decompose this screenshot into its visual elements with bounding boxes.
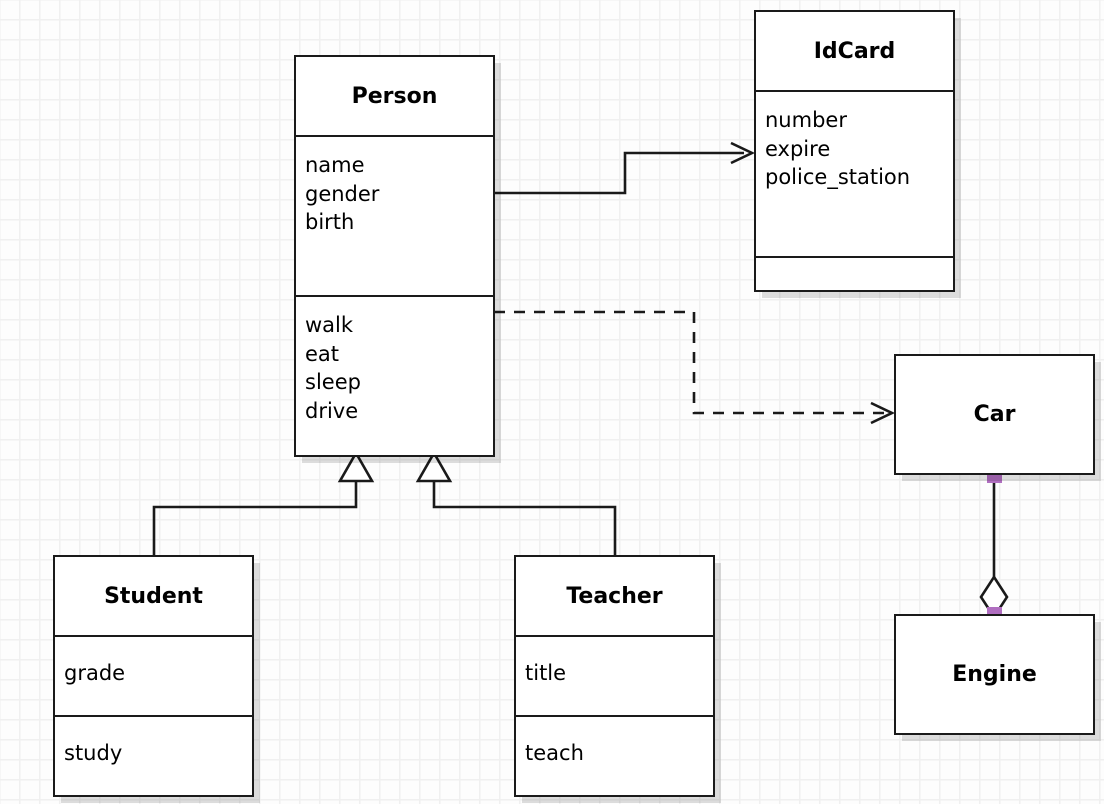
operation-row: walk xyxy=(305,313,354,337)
class-box-person[interactable]: Person name gender birth walk eat sleep … xyxy=(294,55,495,457)
class-box-teacher[interactable]: Teacher title teach xyxy=(514,555,715,797)
class-operations-person: walk eat sleep drive xyxy=(296,295,493,456)
class-operations-student: study xyxy=(55,715,252,796)
attribute-row: grade xyxy=(64,661,126,685)
class-box-car[interactable]: Car xyxy=(894,354,1095,475)
attribute-row: name xyxy=(305,153,365,177)
class-attributes-teacher: title xyxy=(516,635,713,715)
class-operations-idcard xyxy=(756,256,953,292)
class-attributes-student: grade xyxy=(55,635,252,715)
class-name-idcard: IdCard xyxy=(813,38,896,64)
class-box-engine[interactable]: Engine xyxy=(894,614,1095,735)
class-name-teacher: Teacher xyxy=(566,583,663,609)
class-name-car: Car xyxy=(973,402,1016,427)
operation-row: eat xyxy=(305,341,340,366)
attribute-row: birth xyxy=(305,210,355,235)
operation-row: teach xyxy=(525,741,584,765)
class-attributes-person: name gender birth xyxy=(296,135,493,295)
edge-student-person[interactable] xyxy=(152,450,375,555)
edge-person-idcard[interactable] xyxy=(494,141,756,195)
edge-teacher-person[interactable] xyxy=(415,450,617,555)
operation-row: sleep xyxy=(305,370,361,395)
class-name-person: Person xyxy=(351,83,438,109)
operation-row: study xyxy=(64,741,123,765)
attribute-row: gender xyxy=(305,181,380,206)
class-operations-teacher: teach xyxy=(516,715,713,796)
edge-person-car[interactable] xyxy=(494,310,896,425)
attribute-row: title xyxy=(525,661,567,685)
class-name-engine: Engine xyxy=(952,662,1037,687)
attribute-row: number xyxy=(765,108,847,132)
class-name-student: Student xyxy=(104,583,203,609)
class-box-idcard[interactable]: IdCard number expire police_station xyxy=(754,10,955,292)
edge-car-engine[interactable] xyxy=(979,468,1009,622)
class-attributes-idcard: number expire police_station xyxy=(756,90,953,256)
class-box-student[interactable]: Student grade study xyxy=(53,555,254,797)
operation-row: drive xyxy=(305,398,359,423)
attribute-row: expire xyxy=(765,136,831,161)
attribute-row: police_station xyxy=(765,165,911,190)
